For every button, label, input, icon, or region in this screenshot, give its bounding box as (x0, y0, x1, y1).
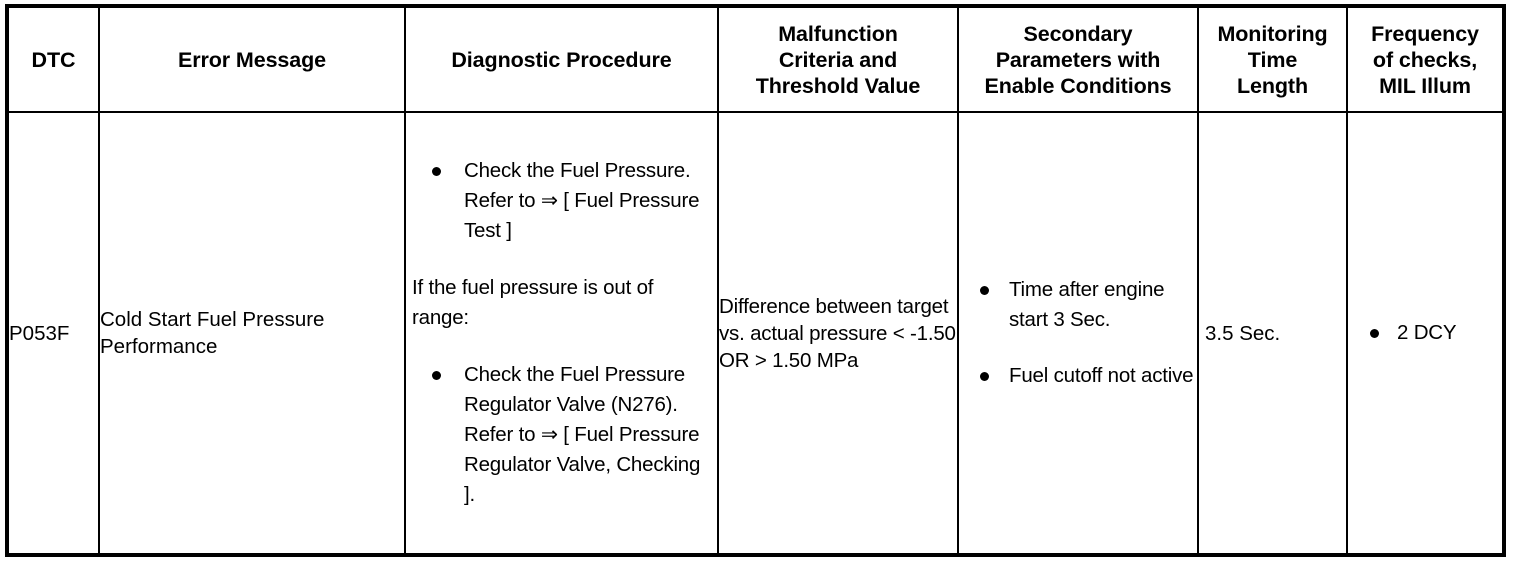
column-header-secondary-parameters-line-3: Enable Conditions (984, 73, 1172, 98)
column-header-monitoring-time-length-line-2: Time (1247, 47, 1298, 72)
cell-monitoring-time-length: 3.5 Sec. (1197, 111, 1348, 556)
monitoring-time-length-value: 3.5 Sec. (1205, 321, 1281, 345)
diagnostic-paragraph: If the fuel pressure is out of range: (412, 276, 654, 329)
column-header-monitoring-time-length: Monitoring Time Length (1197, 5, 1348, 113)
column-header-secondary-parameters: Secondary Parameters with Enable Conditi… (957, 5, 1199, 113)
column-header-malfunction-criteria-line-3: Threshold Value (755, 73, 921, 98)
list-item: Time after engine start 3 Sec. (959, 275, 1197, 335)
header-row: DTC Error Message Diagnostic Procedure M… (6, 5, 1505, 113)
column-header-malfunction-criteria-line-1: Malfunction (778, 21, 898, 46)
table-body: P053F Cold Start Fuel Pressure Performan… (6, 111, 1505, 556)
dtc-code-value: P053F (9, 321, 70, 345)
secondary-parameter-text-2: Fuel cutoff not active (1009, 364, 1194, 387)
column-header-monitoring-time-length-line-1: Monitoring (1217, 21, 1328, 46)
column-header-secondary-parameters-line-1: Secondary (1023, 21, 1133, 46)
table-header: DTC Error Message Diagnostic Procedure M… (6, 5, 1505, 113)
error-message-value: Cold Start Fuel Pressure Performance (100, 308, 325, 358)
diagnostic-bullet-bottom-text: Check the Fuel Pressure Regulator Valve … (464, 363, 701, 506)
diagnostic-bullet-top-text: Check the Fuel Pressure. Refer to ⇒ [ Fu… (464, 159, 700, 242)
diagnostic-procedure-content: Check the Fuel Pressure. Refer to ⇒ [ Fu… (406, 156, 717, 510)
column-header-dtc: DTC (6, 5, 100, 113)
bullet-dot-icon (980, 372, 989, 381)
column-header-frequency-of-checks: Frequency of checks, MIL Illum (1346, 5, 1505, 113)
diagnostic-spacer-2 (409, 333, 715, 360)
cell-malfunction-criteria: Difference between target vs. actual pre… (717, 111, 959, 556)
malfunction-criteria-value: Difference between target vs. actual pre… (719, 294, 956, 372)
cell-secondary-parameters: Time after engine start 3 Sec. Fuel cuto… (957, 111, 1199, 556)
column-header-frequency-of-checks-line-3: MIL Illum (1379, 73, 1471, 98)
cell-diagnostic-procedure: Check the Fuel Pressure. Refer to ⇒ [ Fu… (404, 111, 719, 556)
list-item: Fuel cutoff not active (959, 361, 1197, 391)
frequency-of-checks-text: 2 DCY (1397, 321, 1457, 344)
cell-error-message: Cold Start Fuel Pressure Performance (98, 111, 406, 556)
column-header-frequency-of-checks-line-2: of checks, (1372, 47, 1478, 72)
bullet-dot-icon (432, 167, 441, 176)
column-header-diagnostic-procedure: Diagnostic Procedure (404, 5, 719, 113)
secondary-parameters-list: Time after engine start 3 Sec. Fuel cuto… (959, 275, 1197, 391)
bullet-dot-icon (980, 286, 989, 295)
column-header-diagnostic-procedure-line-1: Diagnostic Procedure (451, 47, 672, 72)
frequency-of-checks-list: 2 DCY (1348, 319, 1502, 347)
column-header-error-message: Error Message (98, 5, 406, 113)
column-header-frequency-of-checks-line-1: Frequency (1371, 21, 1479, 46)
cell-dtc-code: P053F (6, 111, 100, 556)
dtc-diagnostic-table: DTC Error Message Diagnostic Procedure M… (5, 4, 1506, 557)
diagnostic-spacer-1 (409, 246, 715, 273)
list-item: Check the Fuel Pressure Regulator Valve … (409, 360, 715, 510)
list-item: 2 DCY (1348, 319, 1502, 347)
column-header-error-message-line-1: Error Message (177, 47, 327, 72)
column-header-dtc-line-1: DTC (31, 47, 76, 72)
diagnostic-bullets-bottom: Check the Fuel Pressure Regulator Valve … (409, 360, 715, 510)
column-header-secondary-parameters-line-2: Parameters with (995, 47, 1161, 72)
cell-frequency-of-checks: 2 DCY (1346, 111, 1505, 556)
column-header-monitoring-time-length-line-3: Length (1236, 73, 1309, 98)
table-row: P053F Cold Start Fuel Pressure Performan… (6, 111, 1505, 556)
list-item: Check the Fuel Pressure. Refer to ⇒ [ Fu… (409, 156, 715, 246)
diagnostic-bullets-top: Check the Fuel Pressure. Refer to ⇒ [ Fu… (409, 156, 715, 246)
column-header-malfunction-criteria: Malfunction Criteria and Threshold Value (717, 5, 959, 113)
column-header-malfunction-criteria-line-2: Criteria and (778, 47, 898, 72)
secondary-parameter-text-1: Time after engine start 3 Sec. (1009, 278, 1165, 331)
bullet-dot-icon (432, 371, 441, 380)
bullet-dot-icon (1370, 329, 1379, 338)
